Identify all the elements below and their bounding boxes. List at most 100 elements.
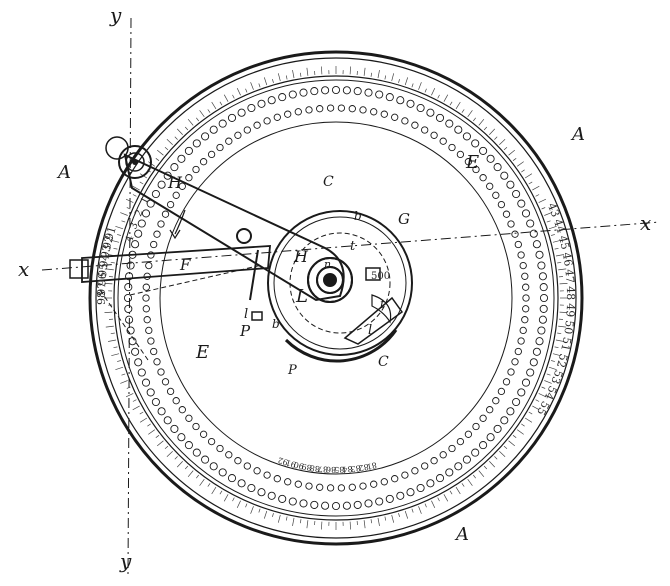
scale-tick bbox=[349, 66, 351, 75]
scale-tick bbox=[117, 360, 121, 362]
hole-outer bbox=[454, 462, 463, 471]
hole-outer bbox=[310, 500, 319, 509]
scale-number-inner-ring: 82 bbox=[358, 462, 370, 473]
scale-tick bbox=[431, 87, 436, 96]
scale-tick bbox=[489, 461, 496, 468]
scale-tick bbox=[508, 149, 516, 156]
pointer-dashed-guide bbox=[129, 264, 263, 296]
hole-outer bbox=[471, 139, 480, 148]
scale-tick bbox=[404, 510, 409, 519]
hole-outer bbox=[353, 500, 362, 509]
hole-outer bbox=[128, 337, 137, 346]
hole-outer bbox=[177, 433, 186, 442]
hub-bottom-shadow bbox=[284, 329, 398, 363]
hole-inner bbox=[348, 483, 356, 491]
hole-outer bbox=[416, 103, 425, 113]
scale-number-outer: 55 bbox=[534, 399, 552, 417]
hole-outer bbox=[445, 468, 454, 477]
hole-inner bbox=[172, 191, 180, 199]
scale-tick bbox=[538, 393, 547, 398]
scale-tick bbox=[516, 161, 524, 167]
hole-inner bbox=[294, 108, 302, 116]
hole-outer bbox=[288, 497, 297, 506]
scale-tick bbox=[524, 173, 533, 179]
hole-outer bbox=[406, 99, 415, 108]
hole-outer bbox=[247, 103, 256, 113]
hole-inner bbox=[511, 358, 519, 366]
scale-tick bbox=[306, 67, 309, 76]
hole-inner bbox=[142, 283, 150, 291]
scale-tick bbox=[437, 497, 440, 502]
scale-tick bbox=[398, 79, 400, 83]
hole-outer bbox=[131, 347, 140, 356]
hole-inner bbox=[157, 368, 165, 376]
scale-number-inner: 1 bbox=[139, 195, 152, 206]
scale-tick bbox=[548, 366, 557, 371]
hole-outer bbox=[170, 424, 179, 433]
hole-inner bbox=[150, 347, 158, 356]
scale-tick bbox=[211, 486, 217, 495]
scale-tick bbox=[391, 73, 395, 82]
hole-outer bbox=[131, 240, 140, 249]
hole-inner bbox=[145, 261, 153, 270]
hole-inner bbox=[401, 471, 409, 479]
scale-tick bbox=[176, 128, 183, 135]
hole-outer bbox=[521, 209, 531, 218]
scale-tick bbox=[546, 220, 551, 223]
hole-outer bbox=[529, 358, 538, 367]
scale-tick bbox=[250, 506, 254, 514]
hole-outer bbox=[124, 304, 133, 313]
hole-inner bbox=[486, 182, 494, 190]
pointer-arm-f bbox=[81, 245, 271, 283]
scale-tick bbox=[321, 521, 323, 530]
hole-inner bbox=[411, 121, 419, 129]
scale-tick bbox=[449, 490, 453, 495]
scale-tick bbox=[211, 101, 217, 110]
scale-tick bbox=[473, 474, 476, 479]
scale-tick bbox=[370, 519, 373, 524]
scale-tick bbox=[552, 239, 561, 243]
hole-inner bbox=[421, 126, 429, 134]
scale-tick bbox=[503, 445, 508, 450]
scale-tick bbox=[232, 497, 235, 502]
scale-tick bbox=[223, 94, 229, 102]
hole-outer bbox=[462, 132, 471, 141]
spring-curve bbox=[371, 294, 392, 324]
hole-outer bbox=[177, 154, 186, 163]
scale-number-outer: 92 bbox=[100, 234, 116, 251]
arm-end-pivot-mid bbox=[125, 152, 145, 172]
scale-tick bbox=[187, 470, 194, 478]
scale-tick bbox=[166, 138, 173, 145]
hole-outer bbox=[299, 88, 308, 97]
hole-outer bbox=[237, 479, 246, 488]
scale-tick bbox=[105, 268, 114, 271]
scale-tick bbox=[489, 128, 496, 135]
scale-tick bbox=[532, 185, 540, 191]
hole-outer bbox=[512, 397, 521, 407]
arm-end-pivot-outer bbox=[118, 145, 152, 179]
hole-outer bbox=[331, 501, 341, 511]
scale-tick bbox=[120, 212, 128, 216]
hole-outer bbox=[134, 358, 143, 367]
scale-tick bbox=[554, 247, 559, 250]
scale-number-outer: 91 bbox=[102, 225, 118, 242]
scale-tick bbox=[207, 483, 211, 487]
label-t-inner: t bbox=[350, 239, 356, 254]
hole-outer bbox=[267, 491, 276, 500]
scale-tick bbox=[207, 109, 211, 113]
hole-inner bbox=[492, 191, 500, 199]
label-y-bottom: y bbox=[119, 549, 132, 573]
label-p-bottom: P bbox=[287, 363, 297, 378]
scale-tick bbox=[370, 72, 373, 77]
scale-tick bbox=[559, 311, 568, 313]
scale-tick bbox=[117, 234, 121, 236]
scale-tick bbox=[554, 346, 559, 349]
hole-outer bbox=[288, 90, 297, 99]
scale-tick bbox=[277, 514, 281, 523]
label-n-hub: n bbox=[324, 258, 331, 271]
hole-outer bbox=[146, 388, 155, 397]
scale-tick bbox=[321, 66, 323, 75]
hole-inner bbox=[380, 110, 388, 118]
hole-outer bbox=[375, 90, 384, 99]
scale-tick bbox=[557, 332, 562, 335]
